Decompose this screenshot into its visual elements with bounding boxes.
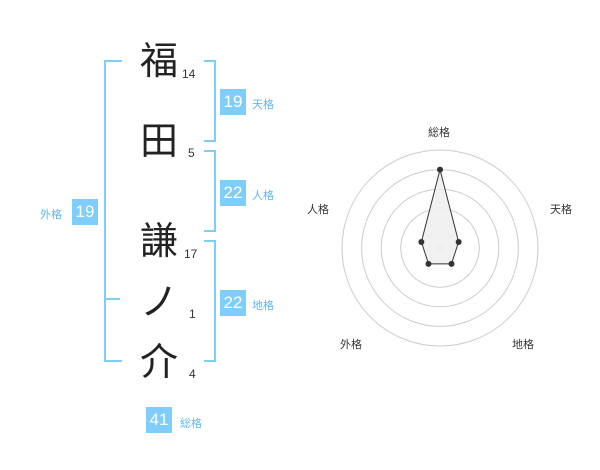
name-char-3: 謙 xyxy=(140,219,179,263)
gaikaku-label: 外格 xyxy=(40,208,62,221)
stroke-count-1: 14 xyxy=(182,67,196,81)
radar-series-polygon xyxy=(420,169,460,265)
name-char-4: ノ xyxy=(140,280,179,324)
radar-point-5 xyxy=(418,238,425,245)
jinkaku-badge: 22 xyxy=(220,180,246,206)
radar-point-1 xyxy=(437,166,443,173)
gaikaku-badge: 19 xyxy=(72,199,98,225)
stroke-count-2: 5 xyxy=(188,146,195,160)
radar-ring-4 xyxy=(341,149,539,347)
tenkaku-badge: 19 xyxy=(220,89,246,115)
soukaku-badge: 41 xyxy=(146,407,172,433)
chikaku-bracket xyxy=(204,240,216,362)
jinkaku-label: 人格 xyxy=(252,189,274,202)
radar-point-4 xyxy=(425,260,432,267)
name-char-5: 介 xyxy=(140,340,179,384)
radar-point-3 xyxy=(448,260,455,267)
stroke-count-4: 1 xyxy=(189,307,196,321)
gaikaku-bracket-divider xyxy=(104,298,120,300)
tenkaku-bracket xyxy=(204,60,216,142)
radar-axis-label-3: 地格 xyxy=(512,338,534,351)
soukaku-label: 総格 xyxy=(180,417,202,430)
chikaku-badge: 22 xyxy=(220,290,246,316)
radar-point-2 xyxy=(455,238,462,245)
chikaku-label: 地格 xyxy=(252,299,274,312)
name-char-1: 福 xyxy=(140,39,179,83)
radar-axis-label-1: 総格 xyxy=(428,126,450,139)
jinkaku-bracket xyxy=(204,150,216,232)
name-char-2: 田 xyxy=(140,119,179,163)
stroke-count-3: 17 xyxy=(184,247,198,261)
tenkaku-label: 天格 xyxy=(252,98,274,111)
radar-axis-label-4: 外格 xyxy=(340,338,362,351)
stroke-count-5: 4 xyxy=(189,367,196,381)
gaikaku-bracket xyxy=(104,60,122,362)
radar-axis-label-5: 人格 xyxy=(307,203,329,216)
radar-axis-label-2: 天格 xyxy=(550,203,572,216)
